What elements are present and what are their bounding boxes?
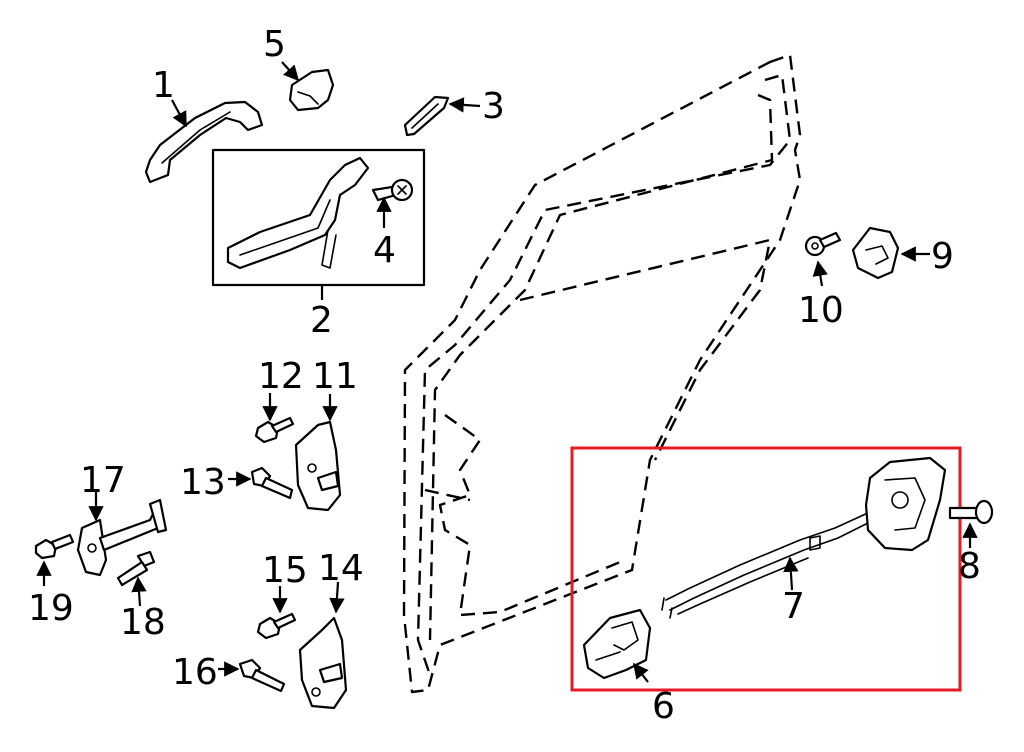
outside-handle: [144, 100, 264, 184]
hinge-bolt-13: [250, 466, 294, 500]
upper-door-hinge: [294, 420, 342, 512]
lock-actuator: [582, 608, 652, 680]
callout-12[interactable]: 12: [258, 356, 304, 397]
lower-door-hinge: [298, 616, 348, 710]
callout-8[interactable]: 8: [958, 546, 981, 587]
callout-3[interactable]: 3: [482, 86, 505, 127]
hinge-bolt-15: [256, 612, 297, 640]
callout-18[interactable]: 18: [120, 602, 166, 643]
callout-16[interactable]: 16: [172, 652, 218, 693]
lock-cable-assembly: [661, 511, 875, 619]
handle-base-clip: [288, 68, 335, 112]
callout-14[interactable]: 14: [318, 548, 364, 589]
callout-10[interactable]: 10: [798, 290, 844, 331]
callout-labels: 1 5 3 4 2 9 10 12 11 13 17 19 18 15 14 1…: [28, 24, 981, 727]
check-bolt-18: [116, 550, 156, 587]
door-latch: [864, 456, 947, 552]
striker-bolt: [804, 231, 842, 257]
callout-7[interactable]: 7: [782, 586, 805, 627]
callout-4[interactable]: 4: [373, 230, 396, 271]
latch-screw: [948, 499, 994, 525]
callout-9[interactable]: 9: [931, 236, 954, 277]
callout-13[interactable]: 13: [180, 462, 226, 503]
callout-17[interactable]: 17: [80, 460, 126, 501]
highlight-box: [570, 446, 962, 692]
leader-lines: [36, 61, 978, 683]
callout-1[interactable]: 1: [152, 65, 175, 106]
callout-15[interactable]: 15: [262, 550, 308, 591]
callout-2[interactable]: 2: [310, 300, 333, 341]
callout-11[interactable]: 11: [312, 356, 358, 397]
door-check-strap: [76, 498, 168, 577]
handle-gasket: [403, 95, 450, 137]
check-bolt-19: [34, 533, 75, 560]
door-striker: [851, 226, 900, 280]
callout-6[interactable]: 6: [652, 686, 675, 727]
hinge-bolt-upper: [254, 416, 295, 444]
hinge-bolt-16: [238, 658, 286, 693]
callout-19[interactable]: 19: [28, 588, 74, 629]
handle-frame-group: [211, 148, 426, 287]
callout-5[interactable]: 5: [263, 24, 286, 65]
door-outline: [402, 53, 802, 694]
